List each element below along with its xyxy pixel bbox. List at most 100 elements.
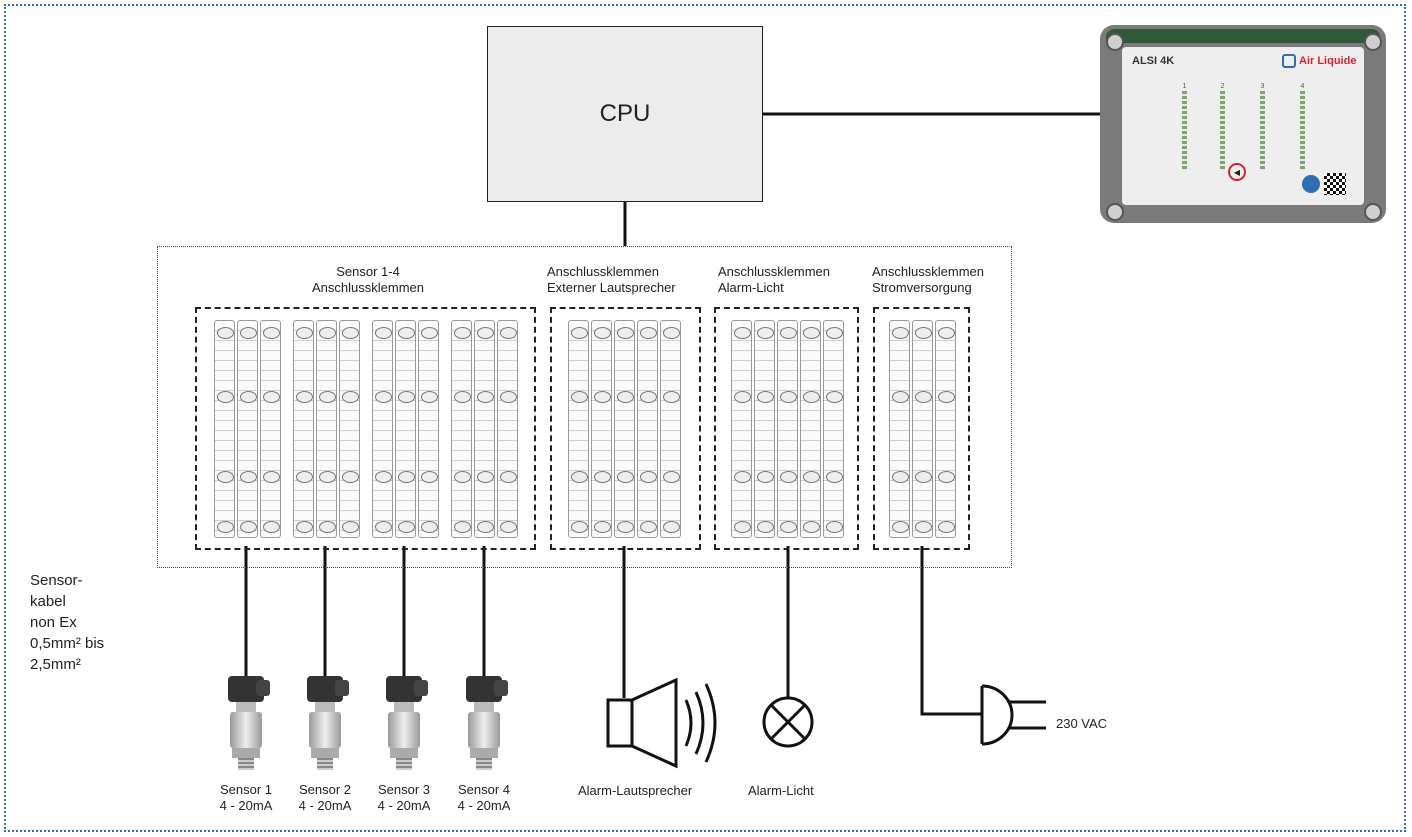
cpu-label: CPU — [599, 100, 651, 127]
mute-icon: ◀ — [1228, 163, 1246, 181]
speaker-terminal-group — [550, 307, 701, 550]
terminal-block — [237, 320, 258, 538]
terminal-block — [451, 320, 472, 538]
terminal-screw — [477, 471, 494, 483]
terminal-screw — [375, 391, 392, 403]
terminal-screw — [826, 471, 843, 483]
terminal-screw — [892, 327, 909, 339]
terminal-screw — [296, 521, 313, 533]
terminal-screw — [319, 471, 336, 483]
sensor-neck — [474, 702, 494, 712]
terminal-screw — [342, 327, 359, 339]
terminal-screw — [421, 521, 438, 533]
terminal-block — [614, 320, 635, 538]
light-caption: Alarm-Licht — [748, 783, 814, 798]
terminal-screw — [915, 471, 932, 483]
cpu-box: CPU — [487, 26, 763, 202]
terminal-screw — [454, 391, 471, 403]
channel-1-led-bar — [1182, 91, 1187, 171]
terminal-block — [474, 320, 495, 538]
terminal-screw — [734, 327, 751, 339]
terminal-screw — [571, 521, 588, 533]
terminal-screw — [594, 391, 611, 403]
terminal-block — [372, 320, 393, 538]
cable-note: Sensor- kabel non Ex 0,5mm² bis 2,5mm² — [30, 572, 105, 673]
terminal-screw — [240, 521, 257, 533]
channel-4-led-bar — [1300, 91, 1305, 171]
terminal-block — [777, 320, 798, 538]
terminal-screw — [663, 327, 680, 339]
device-name: ALSI 4K — [1132, 55, 1175, 67]
terminal-block — [214, 320, 235, 538]
terminal-screw — [938, 521, 955, 533]
terminal-screw — [454, 471, 471, 483]
terminal-block — [731, 320, 752, 538]
channel-1: 1 — [1182, 83, 1187, 171]
sensor-thread — [476, 758, 492, 770]
channel-1-label: 1 — [1182, 83, 1187, 90]
speaker-symbol — [606, 677, 717, 769]
terminal-screw — [571, 327, 588, 339]
terminal-screw — [375, 327, 392, 339]
terminal-screw — [217, 471, 234, 483]
terminal-screw — [826, 521, 843, 533]
terminal-screw — [594, 471, 611, 483]
terminal-screw — [240, 327, 257, 339]
terminal-block — [497, 320, 518, 538]
terminal-screw — [571, 471, 588, 483]
terminal-screw — [398, 391, 415, 403]
terminal-screw — [663, 521, 680, 533]
terminal-screw — [780, 327, 797, 339]
qr-code-icon — [1324, 173, 1346, 195]
terminal-screw — [757, 521, 774, 533]
terminal-block — [889, 320, 910, 538]
terminal-screw — [938, 391, 955, 403]
brand-name: Air Liquide — [1299, 55, 1357, 67]
terminal-screw — [296, 327, 313, 339]
device-screw-tl — [1106, 33, 1124, 51]
terminal-block — [754, 320, 775, 538]
device-screw-tr — [1364, 33, 1382, 51]
speaker-group-label: Anschlussklemmen Externer Lautsprecher — [547, 264, 676, 295]
speaker-caption: Alarm-Lautsprecher — [578, 783, 693, 798]
terminal-screw — [803, 521, 820, 533]
terminal-block — [823, 320, 844, 538]
terminal-screw — [421, 391, 438, 403]
terminal-screw — [217, 327, 234, 339]
terminal-screw — [594, 327, 611, 339]
terminal-screw — [640, 471, 657, 483]
terminal-block — [395, 320, 416, 538]
alsi-device: ALSI 4K Air Liquide 1 2 3 4 ◀ — [1100, 25, 1386, 223]
terminal-screw — [421, 471, 438, 483]
terminal-screw — [500, 391, 517, 403]
terminal-screw — [319, 327, 336, 339]
power-caption: 230 VAC — [1056, 716, 1108, 731]
pressure-sensor-3 — [382, 676, 428, 776]
sensors-group-label: Sensor 1-4 Anschlussklemmen — [312, 264, 424, 295]
terminal-block — [660, 320, 681, 538]
terminal-screw — [217, 521, 234, 533]
terminal-screw — [477, 327, 494, 339]
terminal-screw — [342, 521, 359, 533]
terminal-screw — [398, 471, 415, 483]
channel-3-led-bar — [1260, 91, 1265, 171]
device-screw-br — [1364, 203, 1382, 221]
terminal-screw — [477, 391, 494, 403]
terminal-screw — [477, 521, 494, 533]
sensor-terminal-group — [195, 307, 536, 550]
terminal-block — [912, 320, 933, 538]
terminal-panel — [157, 246, 1012, 568]
terminal-screw — [454, 327, 471, 339]
connector-gland — [335, 680, 349, 696]
terminal-screw — [892, 521, 909, 533]
terminal-screw — [826, 327, 843, 339]
terminal-screw — [663, 391, 680, 403]
terminal-screw — [398, 521, 415, 533]
terminal-screw — [263, 521, 280, 533]
terminal-screw — [296, 471, 313, 483]
terminal-screw — [342, 471, 359, 483]
terminal-screw — [375, 521, 392, 533]
terminal-screw — [398, 327, 415, 339]
sensor-hex — [311, 748, 339, 758]
pressure-sensor-2 — [303, 676, 349, 776]
